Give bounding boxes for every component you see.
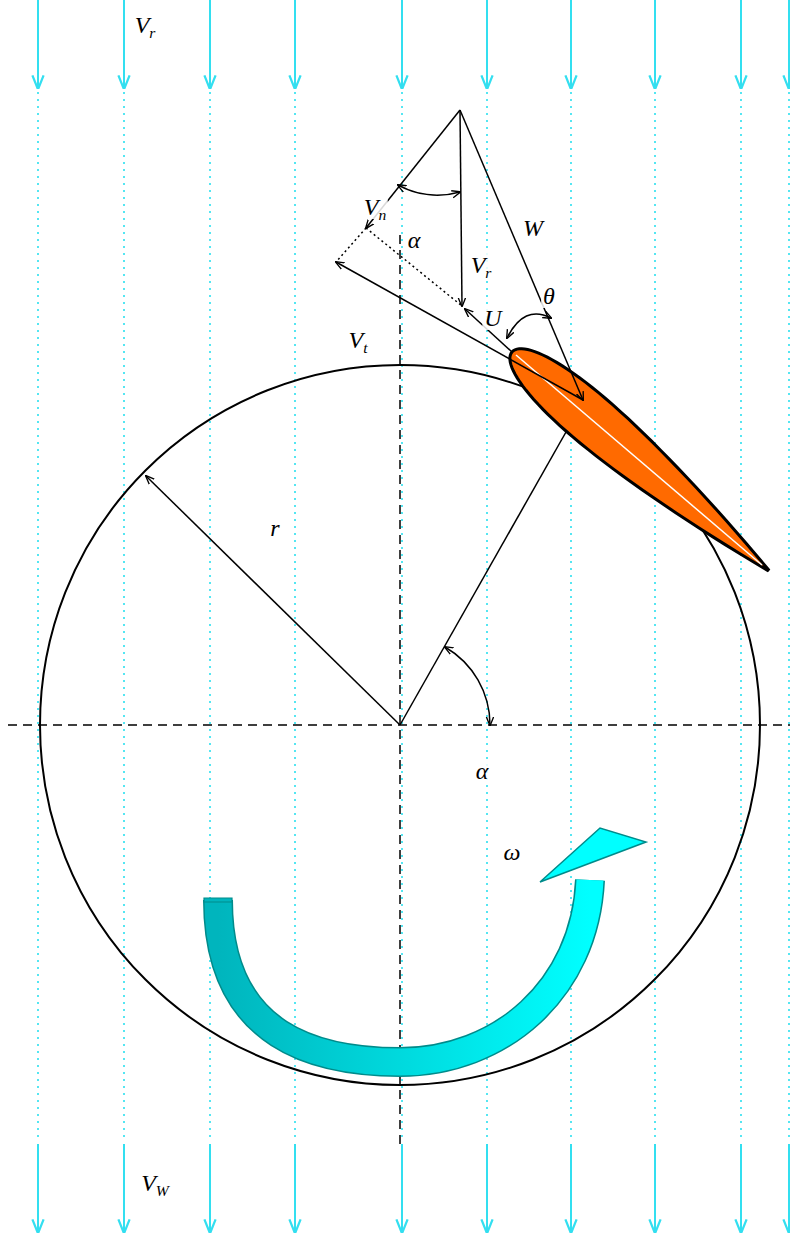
wind-arrow — [788, 1144, 790, 1232]
symbol: r — [270, 515, 279, 541]
symbol: ω — [504, 839, 521, 865]
wind-arrow — [740, 1144, 742, 1232]
airfoil-body — [510, 349, 768, 571]
wind-speed-label: Vr — [133, 13, 158, 37]
wind-streamline — [401, 92, 403, 1140]
wind-arrow — [401, 0, 403, 88]
wind-arrow — [570, 0, 572, 88]
symbol: W — [523, 215, 543, 241]
wind-arrow — [486, 1144, 488, 1232]
wind-streamline — [294, 92, 296, 1140]
wind-arrow — [209, 0, 211, 88]
wind-arrow — [570, 1144, 572, 1232]
symbol: α — [408, 227, 421, 253]
rotation-arrow-head — [540, 828, 646, 882]
angle-arc — [398, 185, 460, 195]
wind-streamline — [740, 92, 742, 1140]
wind-arrow — [294, 1144, 296, 1232]
relative-wind-vector — [460, 110, 462, 306]
azimuth-arc — [445, 647, 490, 725]
tangential-velocity-label: Vt — [346, 328, 369, 352]
angle-arc — [507, 314, 551, 338]
rotation-arrow — [218, 880, 590, 1062]
projection-line — [366, 228, 462, 306]
wind-arrow — [654, 0, 656, 88]
wind-arrow — [654, 1144, 656, 1232]
angle-label: α — [406, 228, 423, 252]
subscript: W — [156, 1182, 169, 1199]
symbol: V — [141, 1170, 156, 1196]
resultant-vector — [460, 110, 583, 400]
wind-arrow — [37, 0, 39, 88]
symbol: V — [364, 194, 379, 220]
blade-radius — [400, 402, 583, 725]
azimuth-label: α — [474, 759, 491, 783]
rotation-label: ω — [502, 840, 523, 864]
wind-arrow — [788, 0, 790, 88]
chord-line — [516, 355, 762, 565]
airfoil — [510, 349, 768, 571]
wind-streamline — [37, 92, 39, 1140]
blade-speed-label: U — [482, 306, 503, 330]
vertical-axis — [399, 235, 401, 1150]
wind-arrow — [123, 0, 125, 88]
symbol: U — [484, 305, 501, 331]
wind-streamline — [654, 92, 656, 1140]
symbol: V — [471, 252, 486, 278]
wind-arrow — [123, 1144, 125, 1232]
wind-streamline — [123, 92, 125, 1140]
symbol: α — [476, 758, 489, 784]
rotation-arrow-tail — [204, 898, 232, 902]
wind-arrow — [209, 1144, 211, 1232]
wind-arrow — [486, 0, 488, 88]
tangential-vector — [336, 262, 583, 400]
radius-line — [146, 476, 400, 725]
normal-vector — [366, 110, 460, 228]
subscript: n — [378, 206, 386, 223]
symbol: V — [135, 12, 150, 38]
resultant-velocity-label: W — [521, 216, 545, 240]
wind-speed-label: Vr — [469, 253, 494, 277]
wind-streamline — [788, 92, 790, 1140]
rotation-arrow-outline — [218, 880, 590, 1062]
subscript: r — [149, 24, 155, 41]
wind-arrow — [294, 0, 296, 88]
radius-label: r — [268, 516, 281, 540]
wind-speed-label: VW — [139, 1171, 171, 1195]
normal-velocity-label: Vn — [362, 195, 388, 219]
projection-line — [336, 228, 366, 262]
wind-arrow — [401, 1144, 403, 1232]
subscript: r — [485, 264, 491, 281]
subscript: t — [363, 339, 367, 356]
angle-label: θ — [541, 284, 557, 308]
symbol: θ — [543, 283, 555, 309]
wind-streamline — [486, 92, 488, 1140]
symbol: V — [348, 327, 363, 353]
wind-arrow — [740, 0, 742, 88]
wind-streamline — [209, 92, 211, 1140]
wind-arrow — [37, 1144, 39, 1232]
wind-streamlines — [38, 0, 789, 1232]
